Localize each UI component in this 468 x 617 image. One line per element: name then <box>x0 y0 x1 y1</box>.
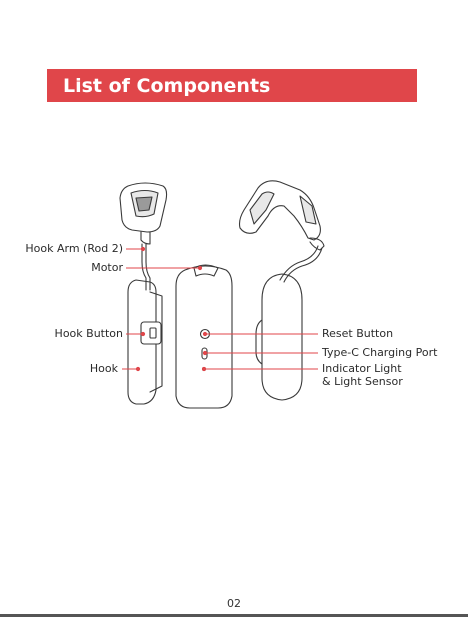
label-hook-button: Hook Button <box>55 327 123 340</box>
hook-body <box>128 280 162 404</box>
label-charging-port: Type-C Charging Port <box>322 346 437 359</box>
second-head <box>240 181 325 250</box>
label-hook: Hook <box>90 362 118 375</box>
label-hook-arm: Hook Arm (Rod 2) <box>25 242 123 255</box>
label-reset-button: Reset Button <box>322 327 393 340</box>
label-light-sensor: & Light Sensor <box>322 375 403 388</box>
capsule-unit <box>256 274 302 400</box>
hook-arm-head <box>120 183 167 244</box>
label-indicator-light: Indicator Light <box>322 362 402 375</box>
main-unit <box>176 265 232 408</box>
page-number: 02 <box>0 597 468 610</box>
hook-arm-rod <box>146 244 150 290</box>
label-motor: Motor <box>91 261 123 274</box>
